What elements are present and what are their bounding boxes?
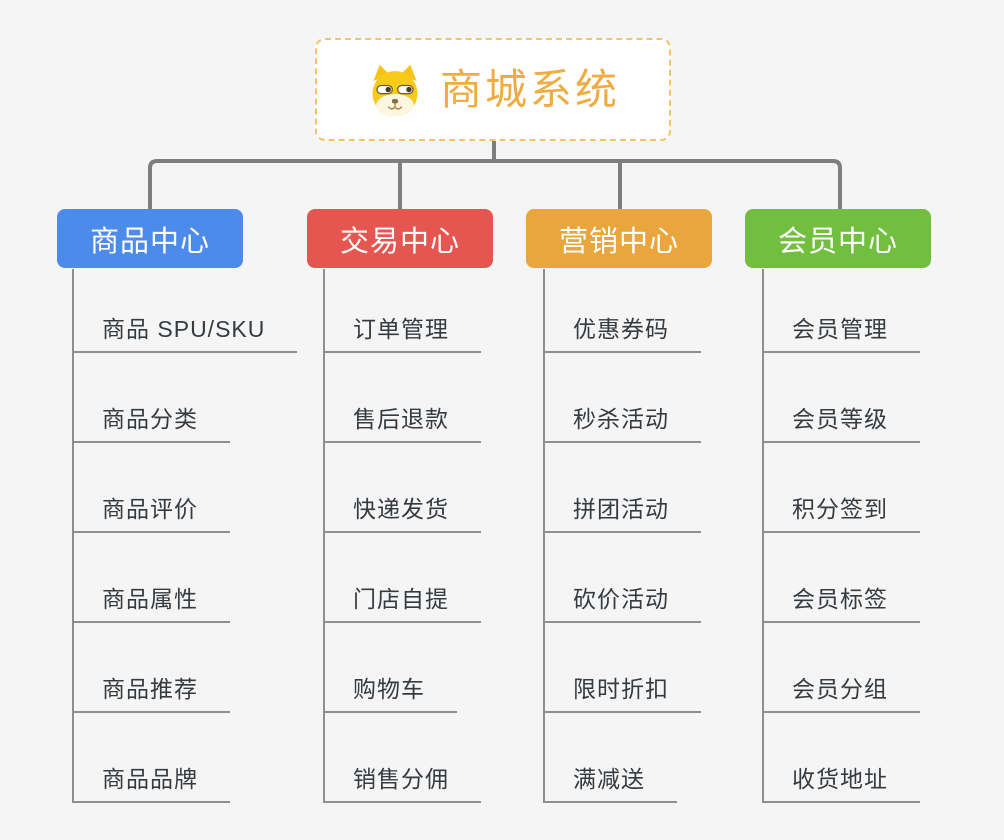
- children-trade-center: 订单管理 售后退款 快递发货 门店自提 购物车 销售分佣: [323, 269, 481, 803]
- leaf-node[interactable]: 秒杀活动: [545, 353, 701, 443]
- leaf-label: 售后退款: [353, 406, 449, 433]
- leaf-label: 商品品牌: [102, 766, 198, 793]
- leaf-node[interactable]: 商品分类: [74, 353, 230, 443]
- leaf-label: 积分签到: [792, 496, 888, 523]
- leaf-node[interactable]: 门店自提: [325, 533, 481, 623]
- leaf-node[interactable]: 购物车: [325, 623, 457, 713]
- children-goods-center: 商品 SPU/SKU 商品分类 商品评价 商品属性 商品推荐 商品品牌: [72, 269, 298, 803]
- leaf-node[interactable]: 会员分组: [764, 623, 920, 713]
- leaf-node[interactable]: 会员标签: [764, 533, 920, 623]
- leaf-node[interactable]: 积分签到: [764, 443, 920, 533]
- leaf-label: 商品推荐: [102, 676, 198, 703]
- leaf-node[interactable]: 快递发货: [325, 443, 481, 533]
- dog-face-icon: [366, 63, 424, 117]
- leaf-node[interactable]: 订单管理: [325, 269, 481, 353]
- leaf-node[interactable]: 售后退款: [325, 353, 481, 443]
- leaf-label: 门店自提: [353, 586, 449, 613]
- leaf-label: 购物车: [353, 676, 425, 703]
- branch-node-member-center[interactable]: 会员中心: [745, 209, 931, 268]
- leaf-node[interactable]: 拼团活动: [545, 443, 701, 533]
- branch-node-goods-center[interactable]: 商品中心: [57, 209, 243, 268]
- leaf-label: 会员标签: [792, 586, 888, 613]
- leaf-label: 订单管理: [353, 316, 449, 343]
- leaf-node[interactable]: 收货地址: [764, 713, 920, 803]
- leaf-label: 商品评价: [102, 496, 198, 523]
- root-node[interactable]: 商城系统: [315, 38, 671, 141]
- leaf-node[interactable]: 商品品牌: [74, 713, 230, 803]
- leaf-label: 收货地址: [792, 766, 888, 793]
- branch-node-marketing-center[interactable]: 营销中心: [526, 209, 712, 268]
- children-marketing-center: 优惠券码 秒杀活动 拼团活动 砍价活动 限时折扣 满减送: [543, 269, 701, 803]
- leaf-node[interactable]: 会员等级: [764, 353, 920, 443]
- leaf-label: 秒杀活动: [573, 406, 669, 433]
- leaf-label: 砍价活动: [573, 586, 669, 613]
- leaf-node[interactable]: 销售分佣: [325, 713, 481, 803]
- leaf-label: 商品 SPU/SKU: [102, 316, 266, 343]
- leaf-label: 快递发货: [353, 496, 449, 523]
- leaf-label: 销售分佣: [353, 766, 449, 793]
- leaf-label: 满减送: [573, 766, 645, 793]
- leaf-label: 商品属性: [102, 586, 198, 613]
- branch-node-trade-center[interactable]: 交易中心: [307, 209, 493, 268]
- leaf-label: 会员管理: [792, 316, 888, 343]
- root-node-label: 商城系统: [439, 65, 620, 113]
- leaf-node[interactable]: 商品属性: [74, 533, 230, 623]
- children-member-center: 会员管理 会员等级 积分签到 会员标签 会员分组 收货地址: [762, 269, 920, 803]
- leaf-node[interactable]: 商品推荐: [74, 623, 230, 713]
- leaf-node[interactable]: 商品 SPU/SKU: [74, 269, 298, 353]
- leaf-label: 会员分组: [792, 676, 888, 703]
- leaf-node[interactable]: 商品评价: [74, 443, 230, 533]
- leaf-label: 拼团活动: [573, 496, 669, 523]
- leaf-node[interactable]: 满减送: [545, 713, 677, 803]
- leaf-label: 商品分类: [102, 406, 198, 433]
- leaf-node[interactable]: 砍价活动: [545, 533, 701, 623]
- bus-line: [148, 159, 842, 210]
- leaf-node[interactable]: 优惠券码: [545, 269, 701, 353]
- leaf-label: 限时折扣: [573, 676, 669, 703]
- leaf-label: 优惠券码: [573, 316, 669, 343]
- leaf-node[interactable]: 会员管理: [764, 269, 920, 353]
- leaf-node[interactable]: 限时折扣: [545, 623, 701, 713]
- leaf-label: 会员等级: [792, 406, 888, 433]
